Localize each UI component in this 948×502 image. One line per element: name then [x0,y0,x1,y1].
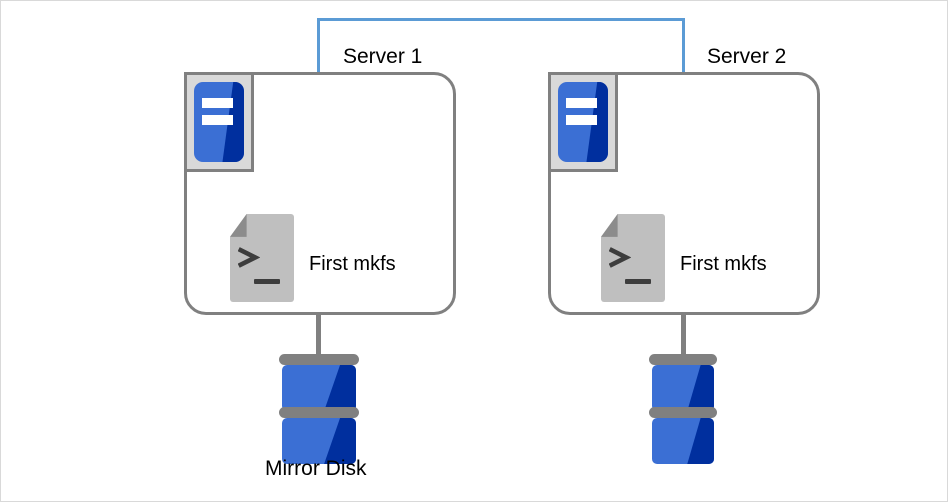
mirror-disk-icon [279,354,359,464]
disk-platter [652,418,714,464]
server-2-disk-icon [649,354,717,464]
disk-cap-top [279,354,359,365]
server-slot-bar [566,114,597,126]
prompt-underscore [254,279,280,285]
disk-cap-top [649,354,717,365]
prompt-chevron-icon [238,246,261,268]
server-icon [548,72,618,172]
disk-cap-middle [649,407,717,418]
server-chassis [558,82,608,162]
server-slot-bar [566,98,597,109]
mirror-disk-label: Mirror Disk [265,457,367,480]
server-1-label: Server 1 [343,45,423,68]
server-icon [184,72,254,172]
interconnect-link [317,18,685,74]
disk-platter [282,365,356,411]
server-2-disk-wire [681,314,686,357]
disk-cap-middle [279,407,359,418]
terminal-script-icon [601,214,665,302]
server-1-script-label: First mkfs [309,253,396,275]
script-fold-corner [601,214,618,237]
script-fold-corner [230,214,247,237]
disk-platter [652,365,714,411]
server-chassis [194,82,244,162]
server-2-label: Server 2 [707,45,787,68]
prompt-underscore [625,279,651,285]
server-slot-bar [202,114,233,126]
disk-platter [282,418,356,464]
server-2-script-label: First mkfs [680,253,767,275]
server-1-disk-wire [316,314,321,357]
terminal-script-icon [230,214,294,302]
prompt-chevron-icon [609,246,632,268]
server-slot-bar [202,98,233,109]
